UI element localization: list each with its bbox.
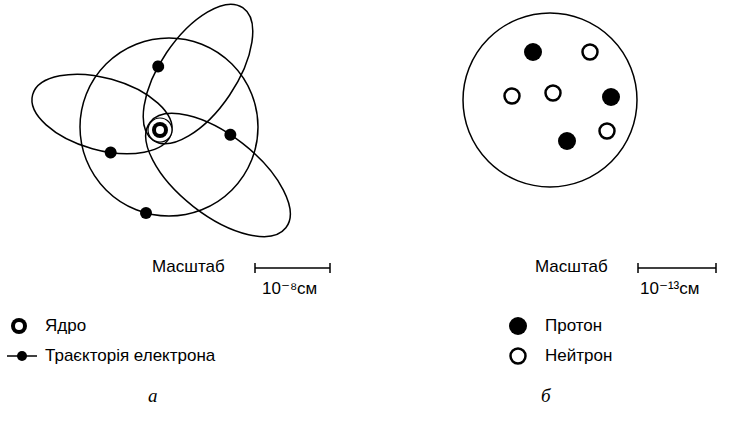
neutron-dot [583, 45, 598, 60]
proton-dot [602, 88, 620, 106]
electron-dot [140, 207, 152, 219]
circular-orbit [80, 38, 258, 216]
elliptic-orbit [126, 91, 311, 260]
legend-label: Траєкторія електрона [45, 346, 215, 366]
proton-dot [558, 132, 576, 150]
scale-value: 10⁻¹³см [640, 279, 699, 299]
neutron-dot [505, 89, 520, 104]
scale-value: 10⁻⁸см [262, 279, 317, 299]
protons [524, 43, 620, 150]
legend-label: Ядро [45, 316, 86, 336]
legend-neutron-icon [511, 349, 526, 364]
electron-dot [222, 126, 239, 143]
electron-orbits [23, 0, 310, 259]
nucleus-symbol [148, 118, 172, 142]
electron-dot [103, 145, 118, 160]
elliptic-orbit [23, 60, 181, 168]
neutrons [505, 45, 615, 139]
scale-bar [255, 263, 330, 273]
scale-caption: Масштаб [535, 257, 608, 277]
figure-letter: а [148, 386, 158, 406]
electrons [103, 58, 239, 219]
scale-caption: Масштаб [152, 257, 225, 277]
legend-label: Протон [545, 316, 602, 336]
figure-letter: б [541, 386, 551, 406]
neutron-dot [600, 124, 615, 139]
electron-dot [150, 58, 167, 75]
legend-trajectory-icon [7, 351, 37, 361]
proton-dot [524, 43, 542, 61]
legend-proton-icon [509, 317, 527, 335]
elliptic-orbit [122, 0, 274, 162]
scale-bar [638, 263, 716, 273]
nucleus-outline [463, 13, 637, 187]
legend-label: Нейтрон [545, 346, 612, 366]
legend-nucleus-icon [11, 318, 27, 334]
neutron-dot [546, 86, 561, 101]
